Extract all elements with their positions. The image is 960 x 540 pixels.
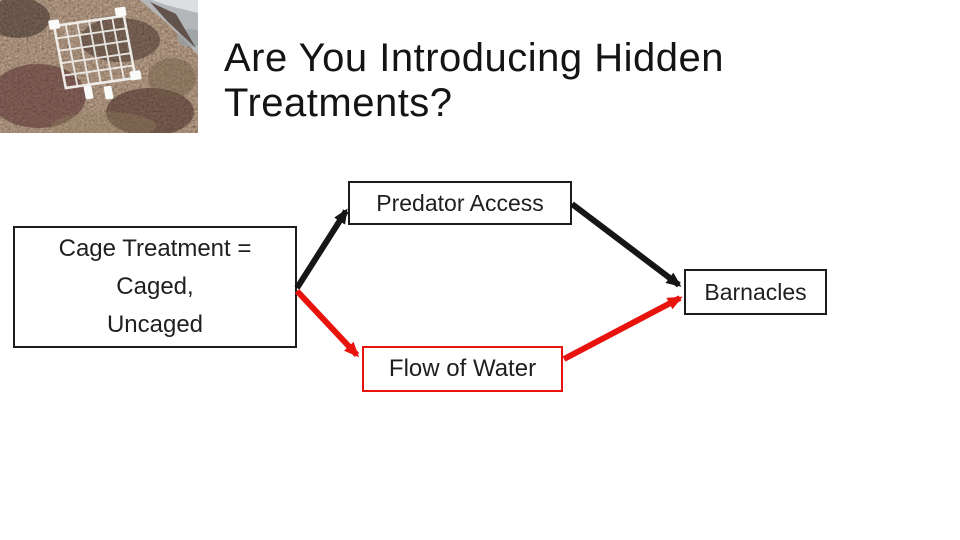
arrow-cage-to-flow	[294, 288, 360, 358]
node-cage-treatment-line3: Uncaged	[106, 311, 204, 338]
cage-photo	[0, 0, 198, 133]
node-cage-treatment-line1: Cage Treatment =	[58, 235, 252, 262]
arrow-predator-to-barnacles	[570, 201, 682, 288]
node-flow-of-water: Flow of Water	[362, 346, 563, 392]
node-predator-access: Predator Access	[348, 181, 572, 225]
node-cage-treatment: Cage Treatment = Caged, Uncaged	[13, 226, 297, 348]
node-cage-treatment-line2: Caged,	[116, 273, 194, 300]
title-line-1: Are You Introducing Hidden	[224, 36, 725, 80]
node-predator-access-label: Predator Access	[376, 189, 544, 216]
node-flow-of-water-label: Flow of Water	[388, 355, 537, 382]
node-barnacles-label: Barnacles	[704, 278, 807, 305]
title-line-2: Treatments?	[224, 81, 453, 125]
node-barnacles: Barnacles	[684, 269, 827, 315]
arrow-flow-to-barnacles	[562, 295, 683, 362]
cage-photo-graphic	[0, 0, 198, 133]
arrow-cage-to-predator	[294, 208, 349, 290]
wire-cage-icon	[48, 6, 142, 100]
